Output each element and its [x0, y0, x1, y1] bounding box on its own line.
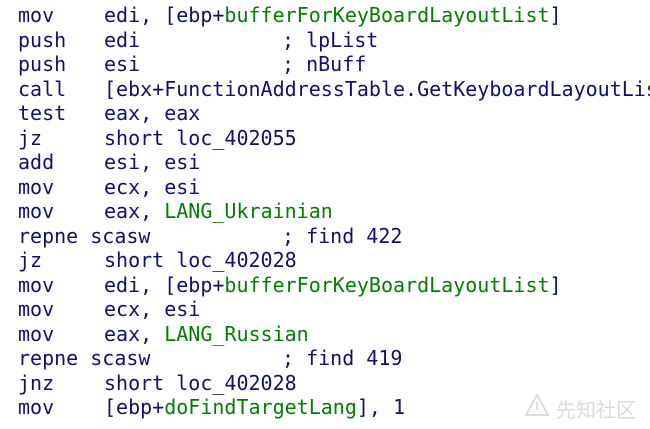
mnemonic: jz	[18, 248, 43, 272]
asm-line: jz short loc_402028	[0, 248, 297, 272]
asm-line: test eax, eax	[0, 101, 200, 125]
mnemonic: mov	[18, 199, 55, 223]
operands[interactable]: short loc_402028	[104, 370, 297, 395]
asm-line: jz short loc_402055	[0, 125, 297, 150]
mnemonic: test	[18, 101, 67, 125]
operands: eax, LANG_Ukrainian	[104, 199, 333, 223]
asm-line: mov edi, [ebp+bufferForKeyBoardLayoutLis…	[0, 273, 562, 297]
operands[interactable]: short loc_402028	[104, 248, 297, 272]
operands: [ebx+FunctionAddressTable.GetKeyboardLay…	[104, 76, 650, 101]
mnemonic: push	[18, 27, 67, 52]
operands: ecx, esi	[104, 174, 201, 199]
asm-line: mov ecx, esi	[0, 297, 200, 321]
asm-line: mov ecx, esi	[0, 175, 200, 199]
mnemonic: call	[18, 76, 67, 101]
asm-line: jnz short loc_402028	[0, 371, 297, 395]
asm-line: mov [ebp+doFindTargetLang], 1	[0, 395, 405, 419]
comment: ; find 419	[282, 346, 403, 370]
operands: [ebp+doFindTargetLang], 1	[104, 395, 406, 419]
mnemonic: mov	[18, 272, 55, 297]
mnemonic: mov	[18, 297, 55, 321]
mnemonic: mov	[18, 321, 55, 346]
operands: eax, eax	[104, 101, 201, 125]
operands: esi	[104, 52, 141, 76]
asm-line: call [ebx+FunctionAddressTable.GetKeyboa…	[0, 77, 650, 101]
symbol-link[interactable]: LANG_Russian	[164, 321, 309, 346]
mnemonic: jnz	[18, 370, 55, 395]
comment: ; find 422	[282, 223, 403, 248]
watermark-text: 先知社区	[556, 397, 636, 422]
operands: edi, [ebp+bufferForKeyBoardLayoutList]	[104, 3, 562, 27]
asm-line: push esi ; nBuff	[0, 52, 366, 76]
operands: eax, LANG_Russian	[104, 321, 309, 346]
asm-line: mov eax, LANG_Russian	[0, 322, 309, 346]
mnemonic: add	[18, 150, 55, 174]
comment: ; nBuff	[282, 52, 367, 76]
asm-line: mov edi, [ebp+bufferForKeyBoardLayoutLis…	[0, 3, 562, 27]
watermark: 先知社区	[524, 392, 636, 424]
xianzhi-logo-icon	[524, 392, 550, 424]
operands: esi, esi	[104, 150, 201, 174]
mnemonic: mov	[18, 395, 55, 419]
comment: ; lpList	[282, 27, 379, 52]
symbol-link[interactable]: bufferForKeyBoardLayoutList	[224, 3, 550, 27]
symbol-link[interactable]: bufferForKeyBoardLayoutList	[224, 272, 550, 297]
mnemonic: jz	[18, 125, 43, 150]
mnemonic: repne scasw	[18, 346, 151, 370]
mnemonic: mov	[18, 174, 55, 199]
symbol-link[interactable]: LANG_Ukrainian	[164, 199, 333, 223]
symbol-link[interactable]: doFindTargetLang	[164, 395, 357, 419]
mnemonic: mov	[18, 3, 55, 27]
operands: ecx, esi	[104, 297, 201, 321]
asm-line: mov eax, LANG_Ukrainian	[0, 199, 333, 223]
asm-line: repne scasw ; find 422	[0, 224, 402, 248]
asm-line: push edi ; lpList	[0, 28, 378, 52]
asm-line: add esi, esi	[0, 150, 200, 174]
operands[interactable]: short loc_402055	[104, 125, 297, 150]
operands: edi	[104, 27, 141, 52]
mnemonic: push	[18, 52, 67, 76]
asm-line: repne scasw ; find 419	[0, 346, 402, 370]
operands: edi, [ebp+bufferForKeyBoardLayoutList]	[104, 272, 562, 297]
mnemonic: repne scasw	[18, 223, 151, 248]
